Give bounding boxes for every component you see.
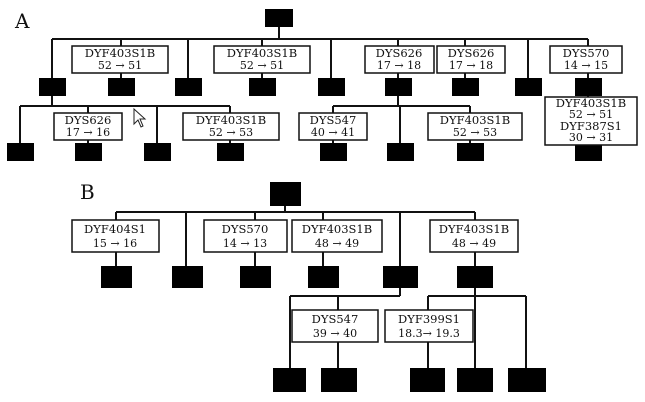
node-b-gen3-3 [410, 368, 445, 392]
marker-change: 14 → 15 [564, 59, 608, 72]
marker-change: 48 → 49 [315, 237, 359, 250]
node-b-gen3-2 [321, 368, 357, 392]
marker-name: DYF403S1B [302, 222, 372, 236]
panel-b-boxes: DYF404S1 15 → 16 DYS570 14 → 13 DYF403S1… [71, 219, 519, 343]
panel-b-nodes [101, 182, 546, 392]
mutation-box: DYS547 40 → 41 [298, 112, 368, 141]
node-a-gen3-1 [7, 143, 34, 161]
node-a-gen3-6 [387, 143, 414, 161]
node-a-gen2-7 [452, 78, 479, 96]
node-a-gen2-2 [108, 78, 135, 96]
marker-change: 52 → 53 [209, 126, 253, 139]
node-a-gen2-6 [385, 78, 412, 96]
node-b-gen3-1 [273, 368, 306, 392]
marker-name: DYS626 [448, 46, 495, 60]
marker-name: DYF403S1B [227, 46, 297, 60]
node-a-gen2-5 [318, 78, 345, 96]
mutation-box: DYS626 17 → 18 [364, 45, 435, 74]
node-a-gen3-3 [144, 143, 171, 161]
marker-name: DYS626 [65, 113, 112, 127]
mutation-box: DYF403S1B 52 → 53 [427, 112, 523, 141]
mutation-box: DYS570 14 → 15 [549, 45, 623, 74]
panel-a-boxes: DYF403S1B 52 → 51 DYF403S1B 52 → 51 DYS6… [53, 45, 638, 146]
mouse-cursor-icon [133, 107, 147, 128]
panel-a-nodes [7, 9, 602, 161]
node-a-root [265, 9, 293, 27]
node-a-gen3-4 [217, 143, 244, 161]
marker-name: DYF404S1 [84, 222, 146, 236]
marker-change: 15 → 16 [93, 237, 137, 250]
marker-name: DYS570 [222, 222, 269, 236]
marker-change: 40 → 41 [311, 126, 355, 139]
marker-name: DYF399S1 [398, 312, 460, 326]
node-a-gen3-2 [75, 143, 102, 161]
node-b-gen2-1 [101, 266, 132, 288]
node-a-gen3-7 [457, 143, 484, 161]
marker-change: 14 → 13 [223, 237, 267, 250]
mutation-box: DYF403S1B 52 → 51 DYF387S1 30 → 31 [544, 96, 638, 146]
mutation-box: DYF403S1B 52 → 51 [71, 45, 169, 74]
panel-a-label: A [14, 9, 30, 33]
marker-name: DYF403S1B [439, 222, 509, 236]
node-b-gen3-5 [508, 368, 546, 392]
marker-change: 18.3→ 19.3 [398, 327, 460, 340]
node-b-gen2-5 [383, 266, 418, 288]
marker-change: 17 → 18 [377, 59, 421, 72]
mutation-box: DYS547 39 → 40 [291, 309, 379, 343]
node-a-gen2-8 [515, 78, 542, 96]
marker-name: DYS547 [310, 113, 357, 127]
marker-change: 17 → 16 [66, 126, 110, 139]
marker-name: DYF387S1 [560, 119, 622, 133]
mutation-box: DYS626 17 → 18 [436, 45, 506, 74]
node-b-root [270, 182, 301, 206]
node-a-gen3-5 [320, 143, 347, 161]
mutation-box: DYF403S1B 48 → 49 [429, 219, 519, 253]
mutation-box: DYF403S1B 48 → 49 [291, 219, 383, 253]
marker-name: DYF403S1B [85, 46, 155, 60]
mutation-box: DYF404S1 15 → 16 [71, 219, 160, 253]
marker-change: 52 → 51 [98, 59, 142, 72]
marker-name: DYS626 [376, 46, 423, 60]
marker-name: DYF403S1B [556, 96, 626, 110]
node-b-gen2-3 [240, 266, 271, 288]
mutation-box: DYF403S1B 52 → 53 [182, 112, 280, 141]
marker-change: 48 → 49 [452, 237, 496, 250]
node-a-gen2-4 [249, 78, 276, 96]
node-b-gen3-4 [457, 368, 493, 392]
node-b-gen2-4 [308, 266, 339, 288]
marker-change: 17 → 18 [449, 59, 493, 72]
node-a-gen2-9 [575, 78, 602, 96]
marker-name: DYS547 [312, 312, 359, 326]
marker-change: 52 → 51 [240, 59, 284, 72]
marker-change: 52 → 53 [453, 126, 497, 139]
mutation-box: DYF403S1B 52 → 51 [213, 45, 311, 74]
marker-name: DYF403S1B [440, 113, 510, 127]
node-b-gen2-6 [457, 266, 493, 288]
mutation-box: DYS570 14 → 13 [203, 219, 288, 253]
marker-name: DYF403S1B [196, 113, 266, 127]
panel-b-label: B [80, 180, 95, 204]
node-b-gen2-2 [172, 266, 203, 288]
node-a-gen2-1 [39, 78, 66, 96]
mutation-box: DYF399S1 18.3→ 19.3 [384, 309, 474, 343]
marker-change: 30 → 31 [569, 131, 613, 144]
node-a-gen2-3 [175, 78, 202, 96]
marker-change: 52 → 51 [569, 108, 613, 121]
mutation-box: DYS626 17 → 16 [53, 112, 123, 141]
marker-name: DYS570 [563, 46, 610, 60]
marker-change: 39 → 40 [313, 327, 357, 340]
node-a-gen3-8 [575, 143, 602, 161]
